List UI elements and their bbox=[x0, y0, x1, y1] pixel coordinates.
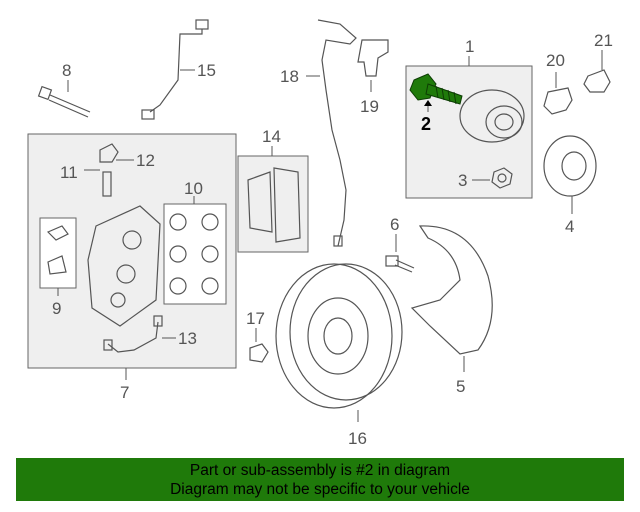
part-13-brake-line[interactable] bbox=[103, 315, 176, 353]
part-21-cap[interactable] bbox=[583, 50, 611, 93]
callout-20: 20 bbox=[546, 51, 565, 70]
part-14-brake-pads[interactable] bbox=[247, 167, 301, 243]
part-10-pistons[interactable] bbox=[163, 196, 227, 305]
part-1-hub[interactable] bbox=[459, 89, 525, 143]
callout-16: 16 bbox=[348, 429, 367, 448]
part-6-bolt[interactable] bbox=[385, 234, 415, 273]
callout-9: 9 bbox=[52, 299, 61, 318]
callout-2: 2 bbox=[421, 114, 431, 134]
part-4-flange[interactable] bbox=[543, 135, 597, 214]
part-2-bolt-highlighted[interactable] bbox=[409, 73, 463, 112]
part-9-clips[interactable] bbox=[39, 217, 77, 296]
banner-line-1: Part or sub-assembly is #2 in diagram bbox=[189, 462, 451, 479]
part-17-screw[interactable] bbox=[249, 328, 269, 363]
callout-12: 12 bbox=[136, 151, 155, 170]
part-16-brake-rotor[interactable] bbox=[275, 263, 403, 422]
callout-6: 6 bbox=[390, 215, 399, 234]
part-18-brake-line[interactable] bbox=[306, 19, 357, 247]
callout-14: 14 bbox=[262, 127, 281, 146]
callout-1: 1 bbox=[465, 37, 474, 56]
callout-17: 17 bbox=[246, 309, 265, 328]
part-8-bolt[interactable] bbox=[37, 80, 91, 118]
callout-4: 4 bbox=[565, 217, 574, 236]
callout-15: 15 bbox=[197, 61, 216, 80]
callout-5: 5 bbox=[456, 377, 465, 396]
part-info-banner: Part or sub-assembly is #2 in diagram Di… bbox=[16, 458, 624, 501]
callout-7: 7 bbox=[120, 383, 129, 402]
callout-18: 18 bbox=[280, 67, 299, 86]
part-5-splash-shield[interactable] bbox=[410, 225, 493, 372]
part-11-bleeder[interactable] bbox=[84, 143, 119, 197]
part-15-sensor-wire[interactable] bbox=[141, 19, 209, 120]
callout-21: 21 bbox=[594, 31, 613, 50]
part-20-sensor[interactable] bbox=[543, 72, 573, 115]
part-19-bracket[interactable] bbox=[357, 39, 389, 92]
callout-10: 10 bbox=[184, 179, 203, 198]
callout-11: 11 bbox=[60, 163, 78, 182]
part-7-caliper-body[interactable] bbox=[87, 205, 161, 327]
banner-line-2: Diagram may not be specific to your vehi… bbox=[170, 481, 470, 498]
part-3-nut[interactable] bbox=[472, 167, 513, 189]
callout-8: 8 bbox=[62, 61, 71, 80]
callout-3: 3 bbox=[458, 171, 467, 190]
callout-13: 13 bbox=[178, 329, 197, 348]
callout-19: 19 bbox=[360, 97, 379, 116]
